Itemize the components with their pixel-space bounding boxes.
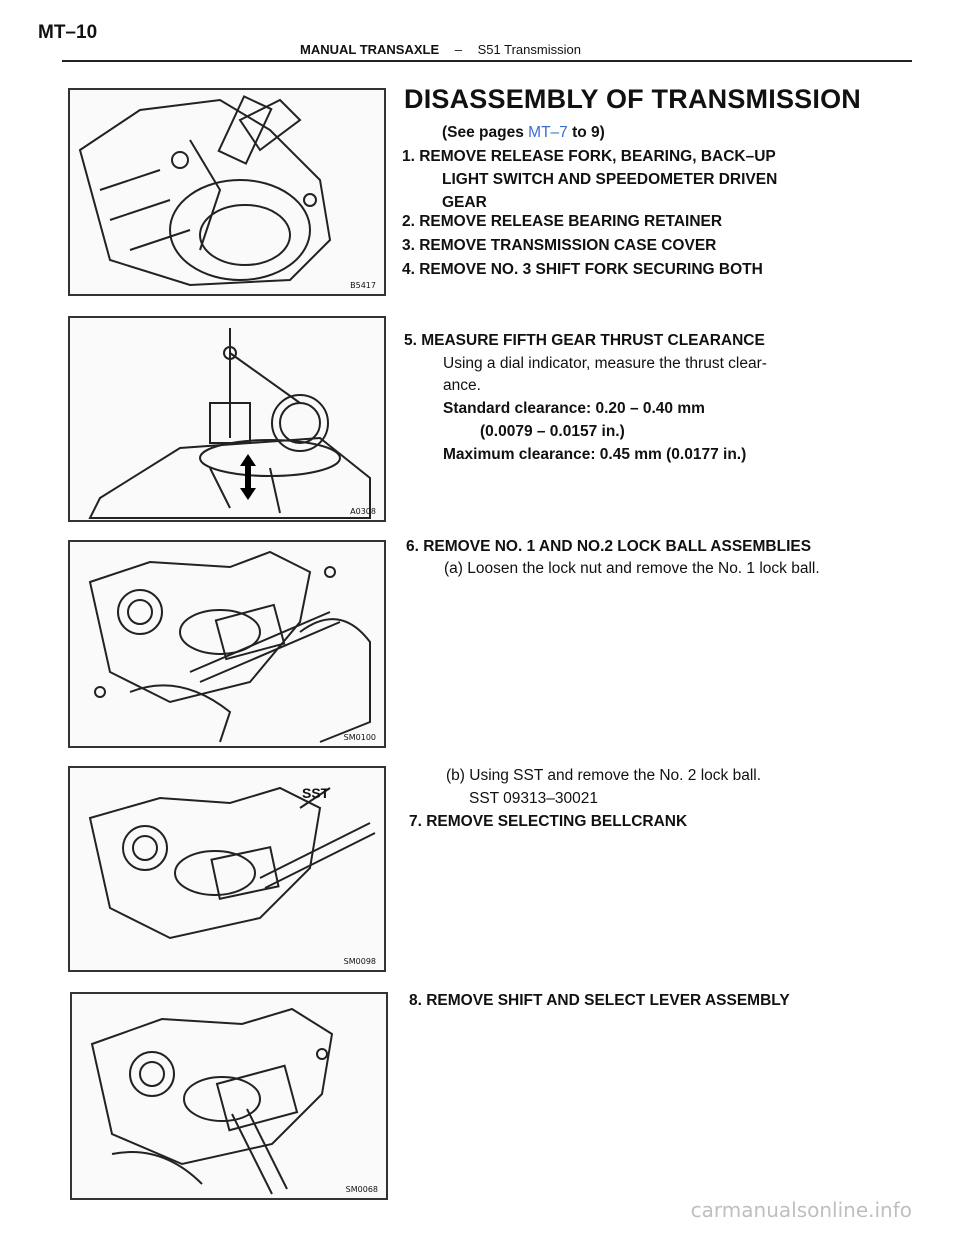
step-5-text: Using a dial indicator, measure the thru… xyxy=(443,355,767,372)
lever-illustration xyxy=(90,1007,334,1195)
step-1-heading-cont: GEAR xyxy=(442,194,487,211)
step-2-heading: 2. REMOVE RELEASE BEARING RETAINER xyxy=(402,213,723,230)
standard-clearance: Standard clearance: 0.20 – 0.40 mm xyxy=(443,400,705,417)
section-title: MANUAL TRANSAXLE xyxy=(300,42,440,57)
watermark: carmanualsonline.info xyxy=(690,1198,912,1222)
step-6b-text: (b) Using SST and remove the No. 2 lock … xyxy=(446,767,762,784)
page-number: MT–10 xyxy=(38,22,98,43)
dial-indicator-illustration xyxy=(88,328,371,519)
step-3-heading: 3. REMOVE TRANSMISSION CASE COVER xyxy=(402,237,717,254)
figure-code: SM0098 xyxy=(343,957,376,966)
see-pages-reference: (See pages MT–7 to 9) xyxy=(442,121,605,145)
step-4-heading: 4. REMOVE NO. 3 SHIFT FORK SECURING BOTH xyxy=(402,261,763,278)
step-5-heading: 5. MEASURE FIFTH GEAR THRUST CLEARANCE xyxy=(404,332,765,349)
subsection-title: S51 Transmission xyxy=(477,42,581,57)
standard-clearance-inches: (0.0079 – 0.0157 in.) xyxy=(480,423,625,440)
figure-code: SM0068 xyxy=(345,1185,378,1194)
figure-code: A0308 xyxy=(350,507,376,516)
figure-code: SM0100 xyxy=(343,733,376,742)
step-5-text-cont: ance. xyxy=(443,377,481,394)
figure-shift-select-lever: SM0068 xyxy=(70,992,388,1200)
figure-lock-ball-1: SM0100 xyxy=(68,540,386,748)
maximum-clearance: Maximum clearance: 0.45 mm (0.0177 in.) xyxy=(443,446,747,463)
running-header: MANUAL TRANSAXLE – S51 Transmission xyxy=(300,42,581,57)
header-rule xyxy=(62,60,912,62)
figure-code: B5417 xyxy=(350,281,376,290)
step-8-heading: 8. REMOVE SHIFT AND SELECT LEVER ASSEMBL… xyxy=(409,992,790,1009)
see-pages-prefix: (See pages xyxy=(442,124,529,141)
sst-number: SST 09313–30021 xyxy=(469,790,598,807)
see-pages-suffix: to 9) xyxy=(567,124,605,141)
header-separator: – xyxy=(454,42,463,57)
step-6-heading: 6. REMOVE NO. 1 AND NO.2 LOCK BALL ASSEM… xyxy=(406,538,812,555)
figure-lock-ball-2-sst: SST SM0098 xyxy=(68,766,386,972)
step-6a-text: (a) Loosen the lock nut and remove the N… xyxy=(444,560,820,577)
page-title: DISASSEMBLY OF TRANSMISSION xyxy=(404,84,861,114)
sst-label: SST xyxy=(302,785,330,801)
see-pages-link[interactable]: MT–7 xyxy=(528,124,568,141)
step-1-heading-cont: LIGHT SWITCH AND SPEEDOMETER DRIVEN xyxy=(442,171,778,188)
step-7-heading: 7. REMOVE SELECTING BELLCRANK xyxy=(409,813,688,830)
figure-dial-indicator: A0308 xyxy=(68,316,386,522)
lock-ball-illustration xyxy=(88,550,371,743)
sst-illustration: SST xyxy=(88,785,376,940)
figure-release-fork: B5417 xyxy=(68,88,386,296)
transmission-illustration xyxy=(78,95,332,287)
step-1-heading: 1. REMOVE RELEASE FORK, BEARING, BACK–UP xyxy=(402,148,776,165)
